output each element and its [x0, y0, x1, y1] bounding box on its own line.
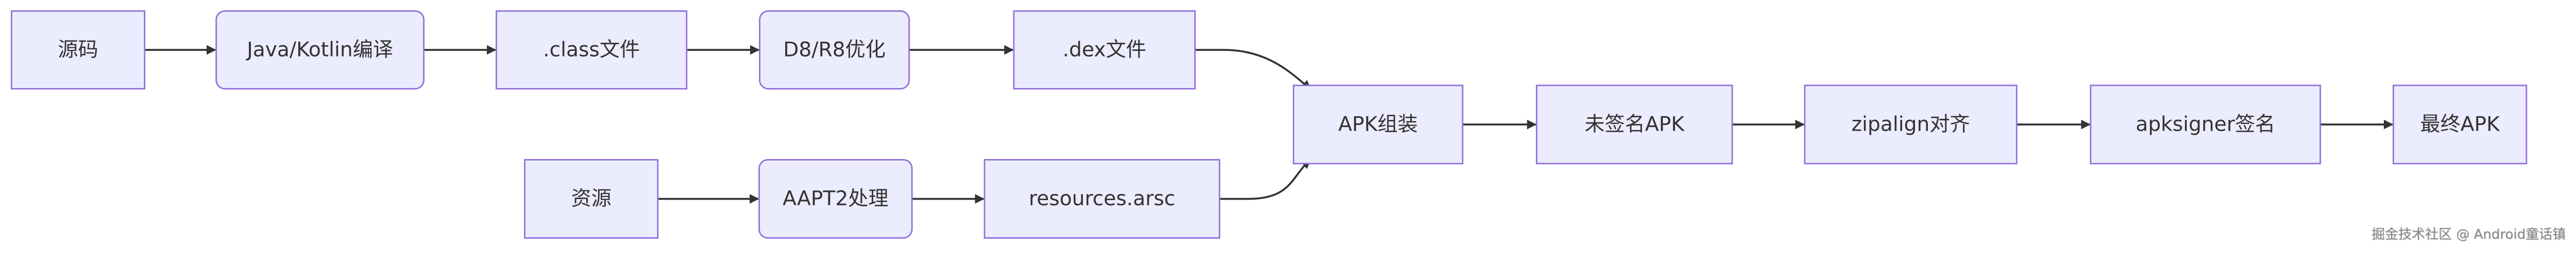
node-label: .dex文件 — [1063, 38, 1146, 61]
node-box — [984, 159, 1221, 239]
node-box — [2393, 84, 2528, 165]
node-zipalign: zipalign对齐 — [1804, 84, 2018, 165]
node-label: D8/R8优化 — [783, 38, 886, 61]
node-final: 最终APK — [2393, 84, 2528, 165]
node-aapt2: AAPT2处理 — [758, 159, 913, 239]
node-dex: .dex文件 — [1013, 10, 1196, 90]
node-res: 资源 — [524, 159, 659, 239]
node-box — [215, 10, 425, 90]
node-box — [10, 10, 146, 90]
edge-arsc-apk — [1219, 159, 1311, 200]
node-apksigner: apksigner签名 — [2090, 84, 2321, 165]
node-label: 最终APK — [2420, 113, 2500, 136]
node-label: .class文件 — [543, 38, 640, 61]
node-box — [496, 10, 688, 90]
node-box — [759, 10, 910, 90]
node-apk: APK组装 — [1293, 84, 1464, 165]
node-box — [1293, 84, 1464, 165]
node-compile: Java/Kotlin编译 — [215, 10, 425, 90]
node-label: resources.arsc — [1029, 187, 1175, 210]
node-label: APK组装 — [1338, 113, 1418, 136]
node-arsc: resources.arsc — [984, 159, 1221, 239]
node-d8: D8/R8优化 — [759, 10, 910, 90]
node-unsigned: 未签名APK — [1536, 84, 1733, 165]
node-box — [1804, 84, 2018, 165]
node-label: Java/Kotlin编译 — [245, 38, 393, 61]
node-box — [1013, 10, 1196, 90]
node-class: .class文件 — [496, 10, 688, 90]
node-label: apksigner签名 — [2136, 113, 2275, 136]
node-label: 源码 — [58, 38, 98, 61]
node-box — [758, 159, 913, 239]
node-label: 未签名APK — [1585, 113, 1685, 136]
node-box — [524, 159, 659, 239]
node-label: AAPT2处理 — [783, 187, 888, 210]
node-src: 源码 — [10, 10, 146, 90]
watermark: 掘金技术社区 @ Android童话镇 — [2371, 226, 2566, 242]
edge-dex-apk — [1195, 49, 1311, 90]
node-label: 资源 — [571, 187, 611, 210]
node-box — [2090, 84, 2321, 165]
edges-layer — [144, 45, 2394, 204]
node-box — [1536, 84, 1733, 165]
node-label: zipalign对齐 — [1852, 113, 1970, 136]
